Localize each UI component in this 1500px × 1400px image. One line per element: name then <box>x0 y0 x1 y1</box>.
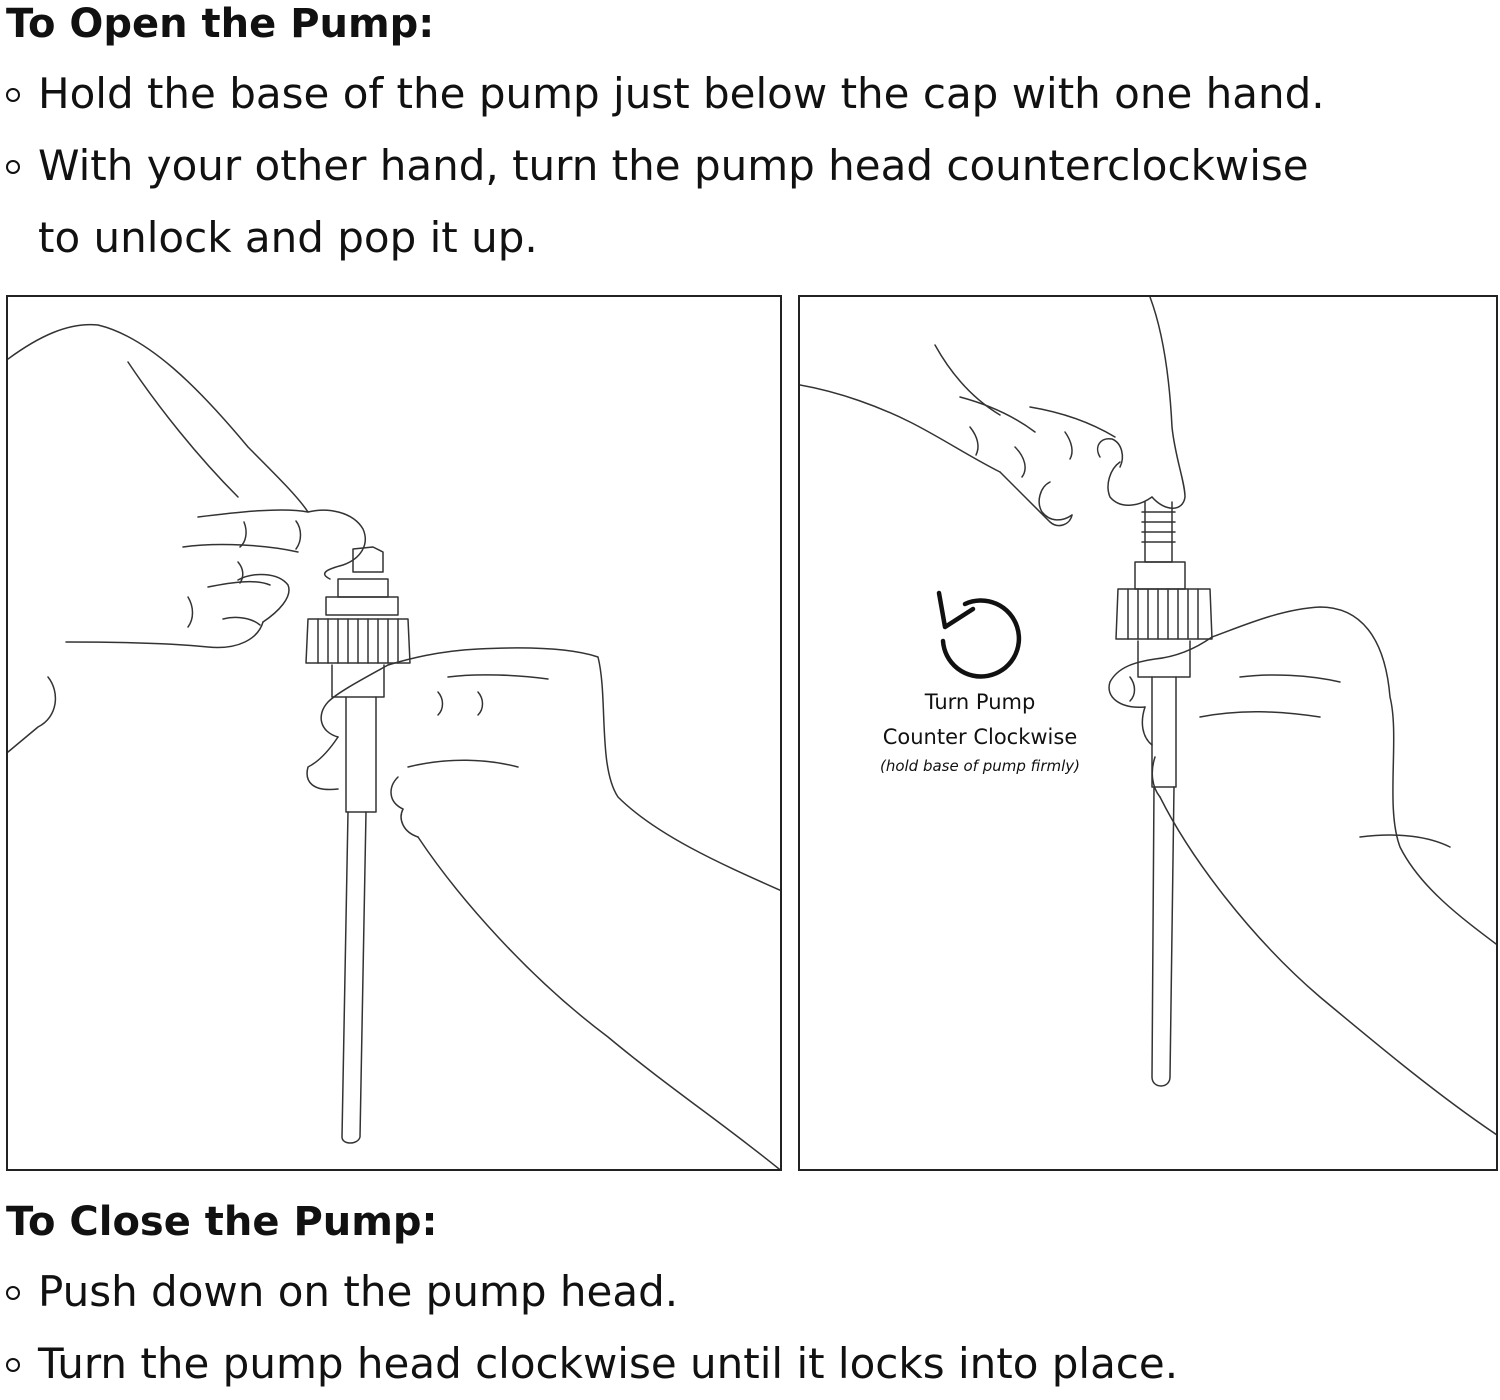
open-pump-steps: Hold the base of the pump just below the… <box>6 58 1325 274</box>
hands-turning-pump-illustration <box>800 297 1496 1136</box>
open-step-2-text-continued: to unlock and pop it up. <box>38 213 538 262</box>
close-pump-heading: To Close the Pump: <box>6 1199 438 1245</box>
open-step-2-continued: to unlock and pop it up. <box>6 202 1325 274</box>
bullet-circle-icon <box>6 88 20 102</box>
left-illustration-panel <box>6 295 782 1171</box>
open-step-1: Hold the base of the pump just below the… <box>6 58 1325 130</box>
bullet-circle-icon <box>6 1358 20 1372</box>
bullet-circle-icon <box>6 160 20 174</box>
close-step-2: Turn the pump head clockwise until it lo… <box>6 1328 1178 1400</box>
bullet-circle-icon <box>6 1286 20 1300</box>
turn-pump-caption: Turn Pump Counter Clockwise (hold base o… <box>840 685 1120 777</box>
open-pump-heading: To Open the Pump: <box>6 1 435 47</box>
close-step-1-text: Push down on the pump head. <box>38 1267 679 1316</box>
close-step-2-text: Turn the pump head clockwise until it lo… <box>38 1339 1179 1388</box>
counterclockwise-arrow-icon <box>936 590 1022 679</box>
hands-holding-pump-illustration <box>8 323 780 1169</box>
caption-line-2: Counter Clockwise <box>882 725 1078 749</box>
close-pump-steps: Push down on the pump head. Turn the pum… <box>6 1256 1178 1400</box>
close-step-1: Push down on the pump head. <box>6 1256 1178 1328</box>
open-step-1-text: Hold the base of the pump just below the… <box>38 69 1325 118</box>
open-step-2-text: With your other hand, turn the pump head… <box>38 141 1309 190</box>
caption-line-1: Turn Pump <box>924 690 1036 714</box>
open-step-2: With your other hand, turn the pump head… <box>6 130 1325 202</box>
caption-note: (hold base of pump firmly) <box>879 757 1081 775</box>
right-illustration-panel: Turn Pump Counter Clockwise (hold base o… <box>798 295 1498 1171</box>
